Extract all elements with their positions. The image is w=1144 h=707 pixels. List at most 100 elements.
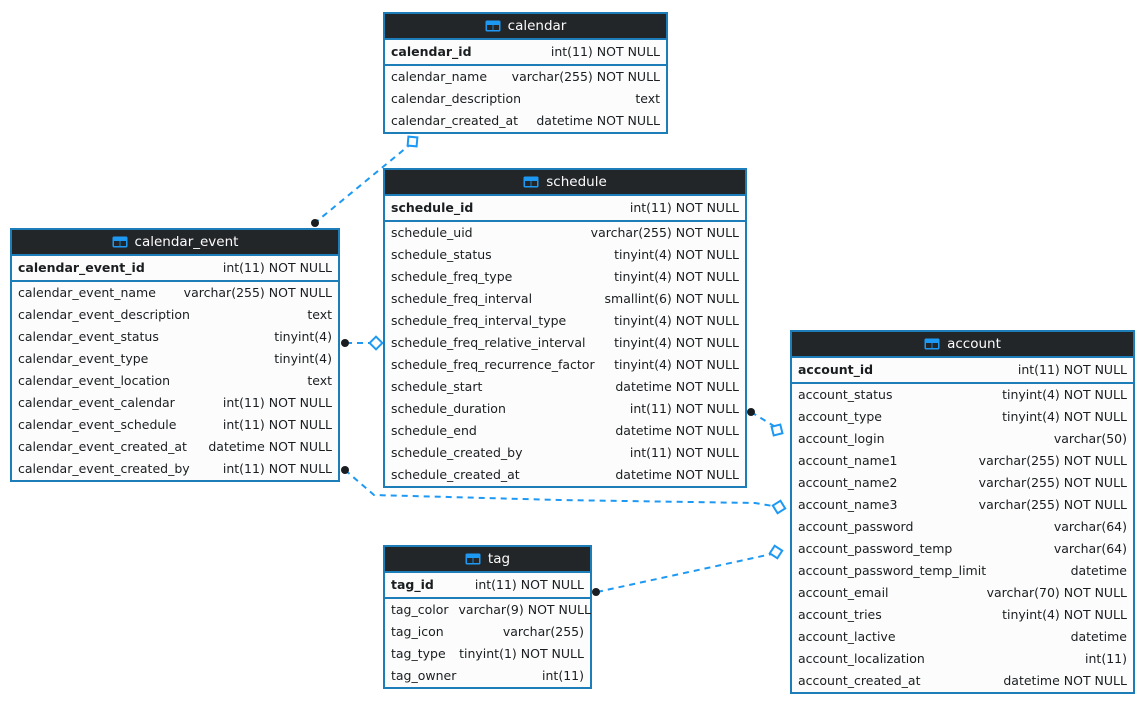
column-row: schedule_end datetime NOT NULL [385,420,745,442]
table-calendar[interactable]: calendar calendar_id int(11) NOT NULL ca… [383,12,668,134]
relation-tag-account [592,544,784,596]
column-type: tinyint(4) NOT NULL [614,269,739,284]
column-type: tinyint(4) NOT NULL [1002,409,1127,424]
column-name: calendar_event_id [18,260,145,275]
table-icon [485,20,501,32]
table-title: calendar_event [134,234,239,250]
column-name: tag_color [391,602,449,617]
table-schedule[interactable]: schedule schedule_id int(11) NOT NULL sc… [383,168,747,488]
table-account-header[interactable]: account [792,332,1133,358]
column-type: datetime NOT NULL [615,467,739,482]
column-row: schedule_freq_type tinyint(4) NOT NULL [385,266,745,288]
column-type: smallint(6) NOT NULL [604,291,740,306]
relation-calendar-calendar_event [311,135,419,227]
column-row: calendar_event_calendar int(11) NOT NULL [12,392,338,414]
column-type: int(11) NOT NULL [550,44,660,59]
table-tag-header[interactable]: tag [385,547,590,573]
column-type: int(11) NOT NULL [222,395,332,410]
column-type: datetime NOT NULL [615,379,739,394]
column-row: tag_color varchar(9) NOT NULL [385,599,591,621]
column-name: account_id [798,362,874,377]
table-schedule-header[interactable]: schedule [385,170,745,196]
column-name: tag_icon [391,624,444,639]
column-name: schedule_freq_relative_interval [391,335,586,350]
column-name: schedule_freq_type [391,269,513,284]
column-name: calendar_event_description [18,307,190,322]
column-type: varchar(255) NOT NULL [590,225,739,240]
column-type: tinyint(4) NOT NULL [1002,607,1127,622]
column-name: schedule_created_at [391,467,520,482]
primary-key-row: tag_id int(11) NOT NULL [385,573,590,599]
column-name: calendar_id [391,44,472,59]
column-type: int(11) NOT NULL [1017,362,1127,377]
column-name: schedule_freq_interval [391,291,533,306]
column-name: account_created_at [798,673,921,688]
column-type: varchar(70) NOT NULL [986,585,1127,600]
column-type: tinyint(4) NOT NULL [614,313,739,328]
column-type: text [307,373,332,388]
column-row: account_email varchar(70) NOT NULL [792,582,1133,604]
table-icon [924,338,940,350]
column-type: int(11) [1085,651,1127,666]
column-name: account_type [798,409,882,424]
column-name: calendar_name [391,69,488,84]
table-calendar-header[interactable]: calendar [385,14,666,40]
column-type: varchar(9) NOT NULL [458,602,591,617]
column-type: tinyint(4) NOT NULL [1002,387,1127,402]
column-name: account_email [798,585,889,600]
column-name: tag_id [391,577,434,592]
column-type: text [635,91,660,106]
column-name: account_name3 [798,497,898,512]
table-account[interactable]: account account_id int(11) NOT NULL acco… [790,330,1135,694]
column-name: schedule_id [391,200,474,215]
column-name: account_lactive [798,629,896,644]
relation-schedule-account [747,408,784,437]
column-type: tinyint(4) NOT NULL [614,247,739,262]
column-name: account_status [798,387,893,402]
column-row: calendar_description text [385,88,666,110]
column-name: calendar_description [391,91,522,106]
relation-calendar_event-account [341,466,787,515]
column-type: int(11) NOT NULL [474,577,584,592]
column-type: int(11) NOT NULL [629,401,739,416]
column-type: tinyint(4) NOT NULL [614,335,739,350]
column-type: varchar(255) [502,624,584,639]
column-type: varchar(255) NOT NULL [978,475,1127,490]
column-type: datetime NOT NULL [615,423,739,438]
column-type: datetime [1070,629,1127,644]
column-name: calendar_event_calendar [18,395,175,410]
table-icon [465,553,481,565]
table-title: calendar [507,18,567,34]
table-calendar-event-header[interactable]: calendar_event [12,230,338,256]
column-name: schedule_freq_recurrence_factor [391,357,595,372]
column-name: account_login [798,431,885,446]
column-name: account_localization [798,651,925,666]
column-type: tinyint(4) [274,329,332,344]
column-row: account_localization int(11) [792,648,1133,670]
primary-key-row: calendar_event_id int(11) NOT NULL [12,256,338,282]
column-name: calendar_event_schedule [18,417,177,432]
table-calendar-event[interactable]: calendar_event calendar_event_id int(11)… [10,228,340,482]
column-name: schedule_end [391,423,477,438]
column-type: varchar(64) [1053,541,1127,556]
